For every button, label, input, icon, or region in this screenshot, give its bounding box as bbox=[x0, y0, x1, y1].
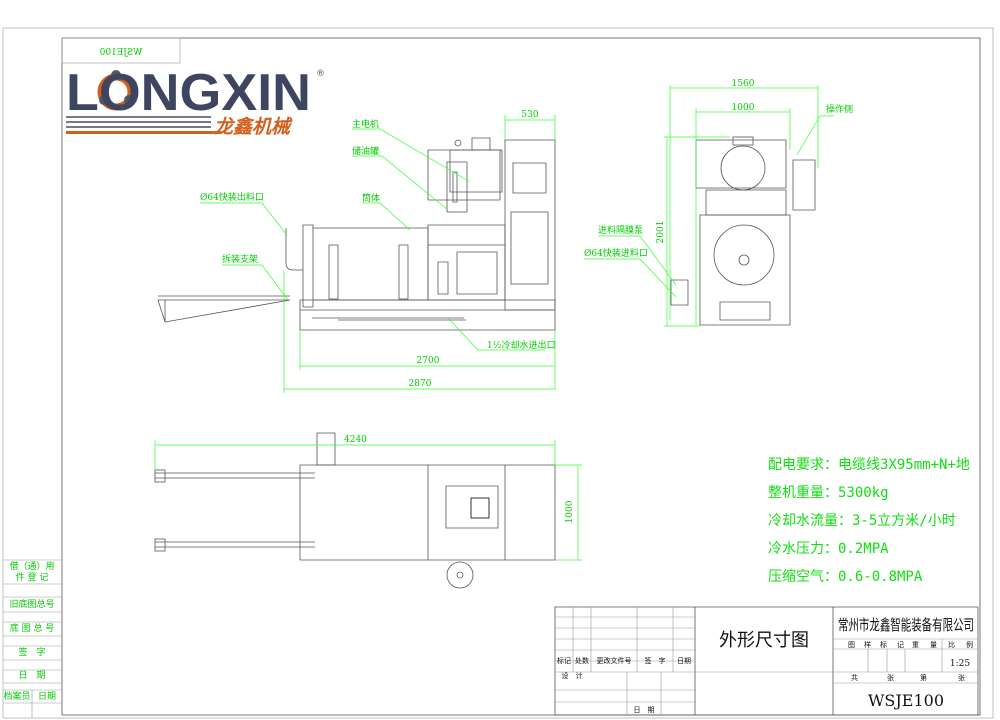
strip-label: 件 登 记 bbox=[16, 571, 49, 583]
rev-header: 日期 bbox=[677, 657, 691, 665]
dim-1000-end: 1000 bbox=[732, 103, 755, 113]
attr-header: 重 bbox=[912, 641, 919, 649]
label-main-motor: 主电机 bbox=[352, 118, 379, 130]
label-barrel: 筒体 bbox=[362, 192, 380, 204]
strip-label: 底 图 总 号 bbox=[10, 622, 55, 634]
spec-line: 配电要求：电缆线3X95mm+N+地 bbox=[768, 457, 970, 473]
title-block: 标记 处数 更改文件号 签 字 日期 设 计 日 期 外形尺寸图 常州市龙鑫智能… bbox=[554, 606, 979, 716]
strip-label: 日期 bbox=[38, 691, 56, 702]
left-record-strip: 借（通）用 件 登 记 旧底图总号 底 图 总 号 签 字 日 期 档案员 日期 bbox=[3, 559, 62, 718]
dim-2001: 2001 bbox=[656, 221, 666, 244]
end-view-annotations: 1560 1000 2001 操作侧 进料隔膜泵 Ø64快装进料口 bbox=[584, 79, 853, 327]
mirrored-code-box: WSJE100 bbox=[61, 37, 181, 64]
rev-header: 签 字 bbox=[645, 656, 666, 665]
dim-2700: 2700 bbox=[417, 356, 440, 366]
top-view-annotations: 4240 1000 bbox=[154, 435, 582, 561]
dim-4240: 4240 bbox=[344, 435, 367, 445]
longxin-logo: LONGXIN ® 龙鑫机械 bbox=[66, 64, 325, 138]
attr-header: 例 bbox=[966, 640, 973, 649]
spec-notes: 配电要求：电缆线3X95mm+N+地 整机重量：5300kg 冷却水流量：3-5… bbox=[768, 457, 970, 585]
logo-brand-text: LONGXIN bbox=[66, 64, 311, 122]
attr-header: 量 bbox=[930, 641, 937, 649]
sheet-label: 张 bbox=[958, 673, 965, 682]
sheet-label: 共 bbox=[851, 673, 858, 682]
label-inlet: Ø64快装进料口 bbox=[584, 247, 648, 259]
end-view bbox=[670, 136, 816, 326]
svg-text:WSJE100: WSJE100 bbox=[99, 48, 142, 58]
inner-frame bbox=[61, 37, 981, 716]
strip-label: 日 期 bbox=[18, 670, 45, 681]
side-view-annotations: 530 2700 2870 主电机 储油罐 筒体 Ø64快装出料口 拆装支架 1… bbox=[200, 110, 555, 393]
spec-line: 冷水压力：0.2MPA bbox=[768, 541, 889, 557]
logo-ball-icon bbox=[99, 95, 109, 105]
rev-header: 处数 bbox=[575, 656, 589, 665]
logo-ball-icon bbox=[124, 95, 134, 105]
spec-line: 冷却水流量：3-5立方米/小时 bbox=[768, 513, 956, 529]
label-oil-tank: 储油罐 bbox=[352, 145, 379, 157]
label-diaphragm-pump: 进料隔膜泵 bbox=[598, 224, 643, 236]
rev-header: 更改文件号 bbox=[597, 656, 632, 665]
strip-label: 旧底图总号 bbox=[9, 598, 54, 610]
attr-header: 记 bbox=[897, 641, 904, 649]
design-label: 设 计 bbox=[562, 671, 583, 680]
side-view bbox=[157, 137, 556, 331]
strip-label: 档案员 bbox=[3, 690, 30, 702]
scale-value: 1:25 bbox=[950, 659, 970, 669]
spec-line: 压缩空气：0.6-0.8MPA bbox=[768, 569, 923, 585]
label-operation-side: 操作侧 bbox=[826, 103, 853, 115]
rev-header: 标记 bbox=[557, 656, 571, 665]
dim-530: 530 bbox=[521, 110, 538, 120]
label-outlet: Ø64快装出料口 bbox=[200, 191, 264, 203]
drawing-number: WSJE100 bbox=[868, 691, 944, 710]
label-support: 拆装支架 bbox=[222, 253, 258, 265]
logo-ball-icon bbox=[111, 70, 121, 80]
spec-line: 整机重量：5300kg bbox=[768, 485, 889, 501]
drawing-title: 外形尺寸图 bbox=[719, 630, 809, 651]
label-cooling: 1½冷却水进出口 bbox=[487, 339, 555, 351]
outer-frame bbox=[2, 27, 994, 719]
date-label: 日 期 bbox=[634, 706, 655, 714]
logo-cn-name: 龙鑫机械 bbox=[214, 116, 293, 138]
top-view bbox=[154, 432, 556, 589]
strip-label: 签 字 bbox=[18, 646, 45, 658]
dim-1560: 1560 bbox=[732, 79, 755, 89]
sheet-label: 第 bbox=[920, 673, 927, 682]
attr-header: 样 bbox=[864, 640, 871, 649]
dim-1000-top: 1000 bbox=[565, 500, 575, 523]
strip-label: 借（通）用 bbox=[9, 560, 54, 572]
logo-registered-mark: ® bbox=[316, 69, 325, 79]
attr-header: 图 bbox=[848, 641, 855, 649]
attr-header: 比 bbox=[948, 640, 955, 649]
sheet-label: 张 bbox=[887, 673, 894, 682]
dim-2870: 2870 bbox=[409, 379, 432, 389]
company-name: 常州市龙鑫智能装备有限公司 bbox=[838, 616, 974, 634]
attr-header: 标 bbox=[880, 640, 887, 649]
